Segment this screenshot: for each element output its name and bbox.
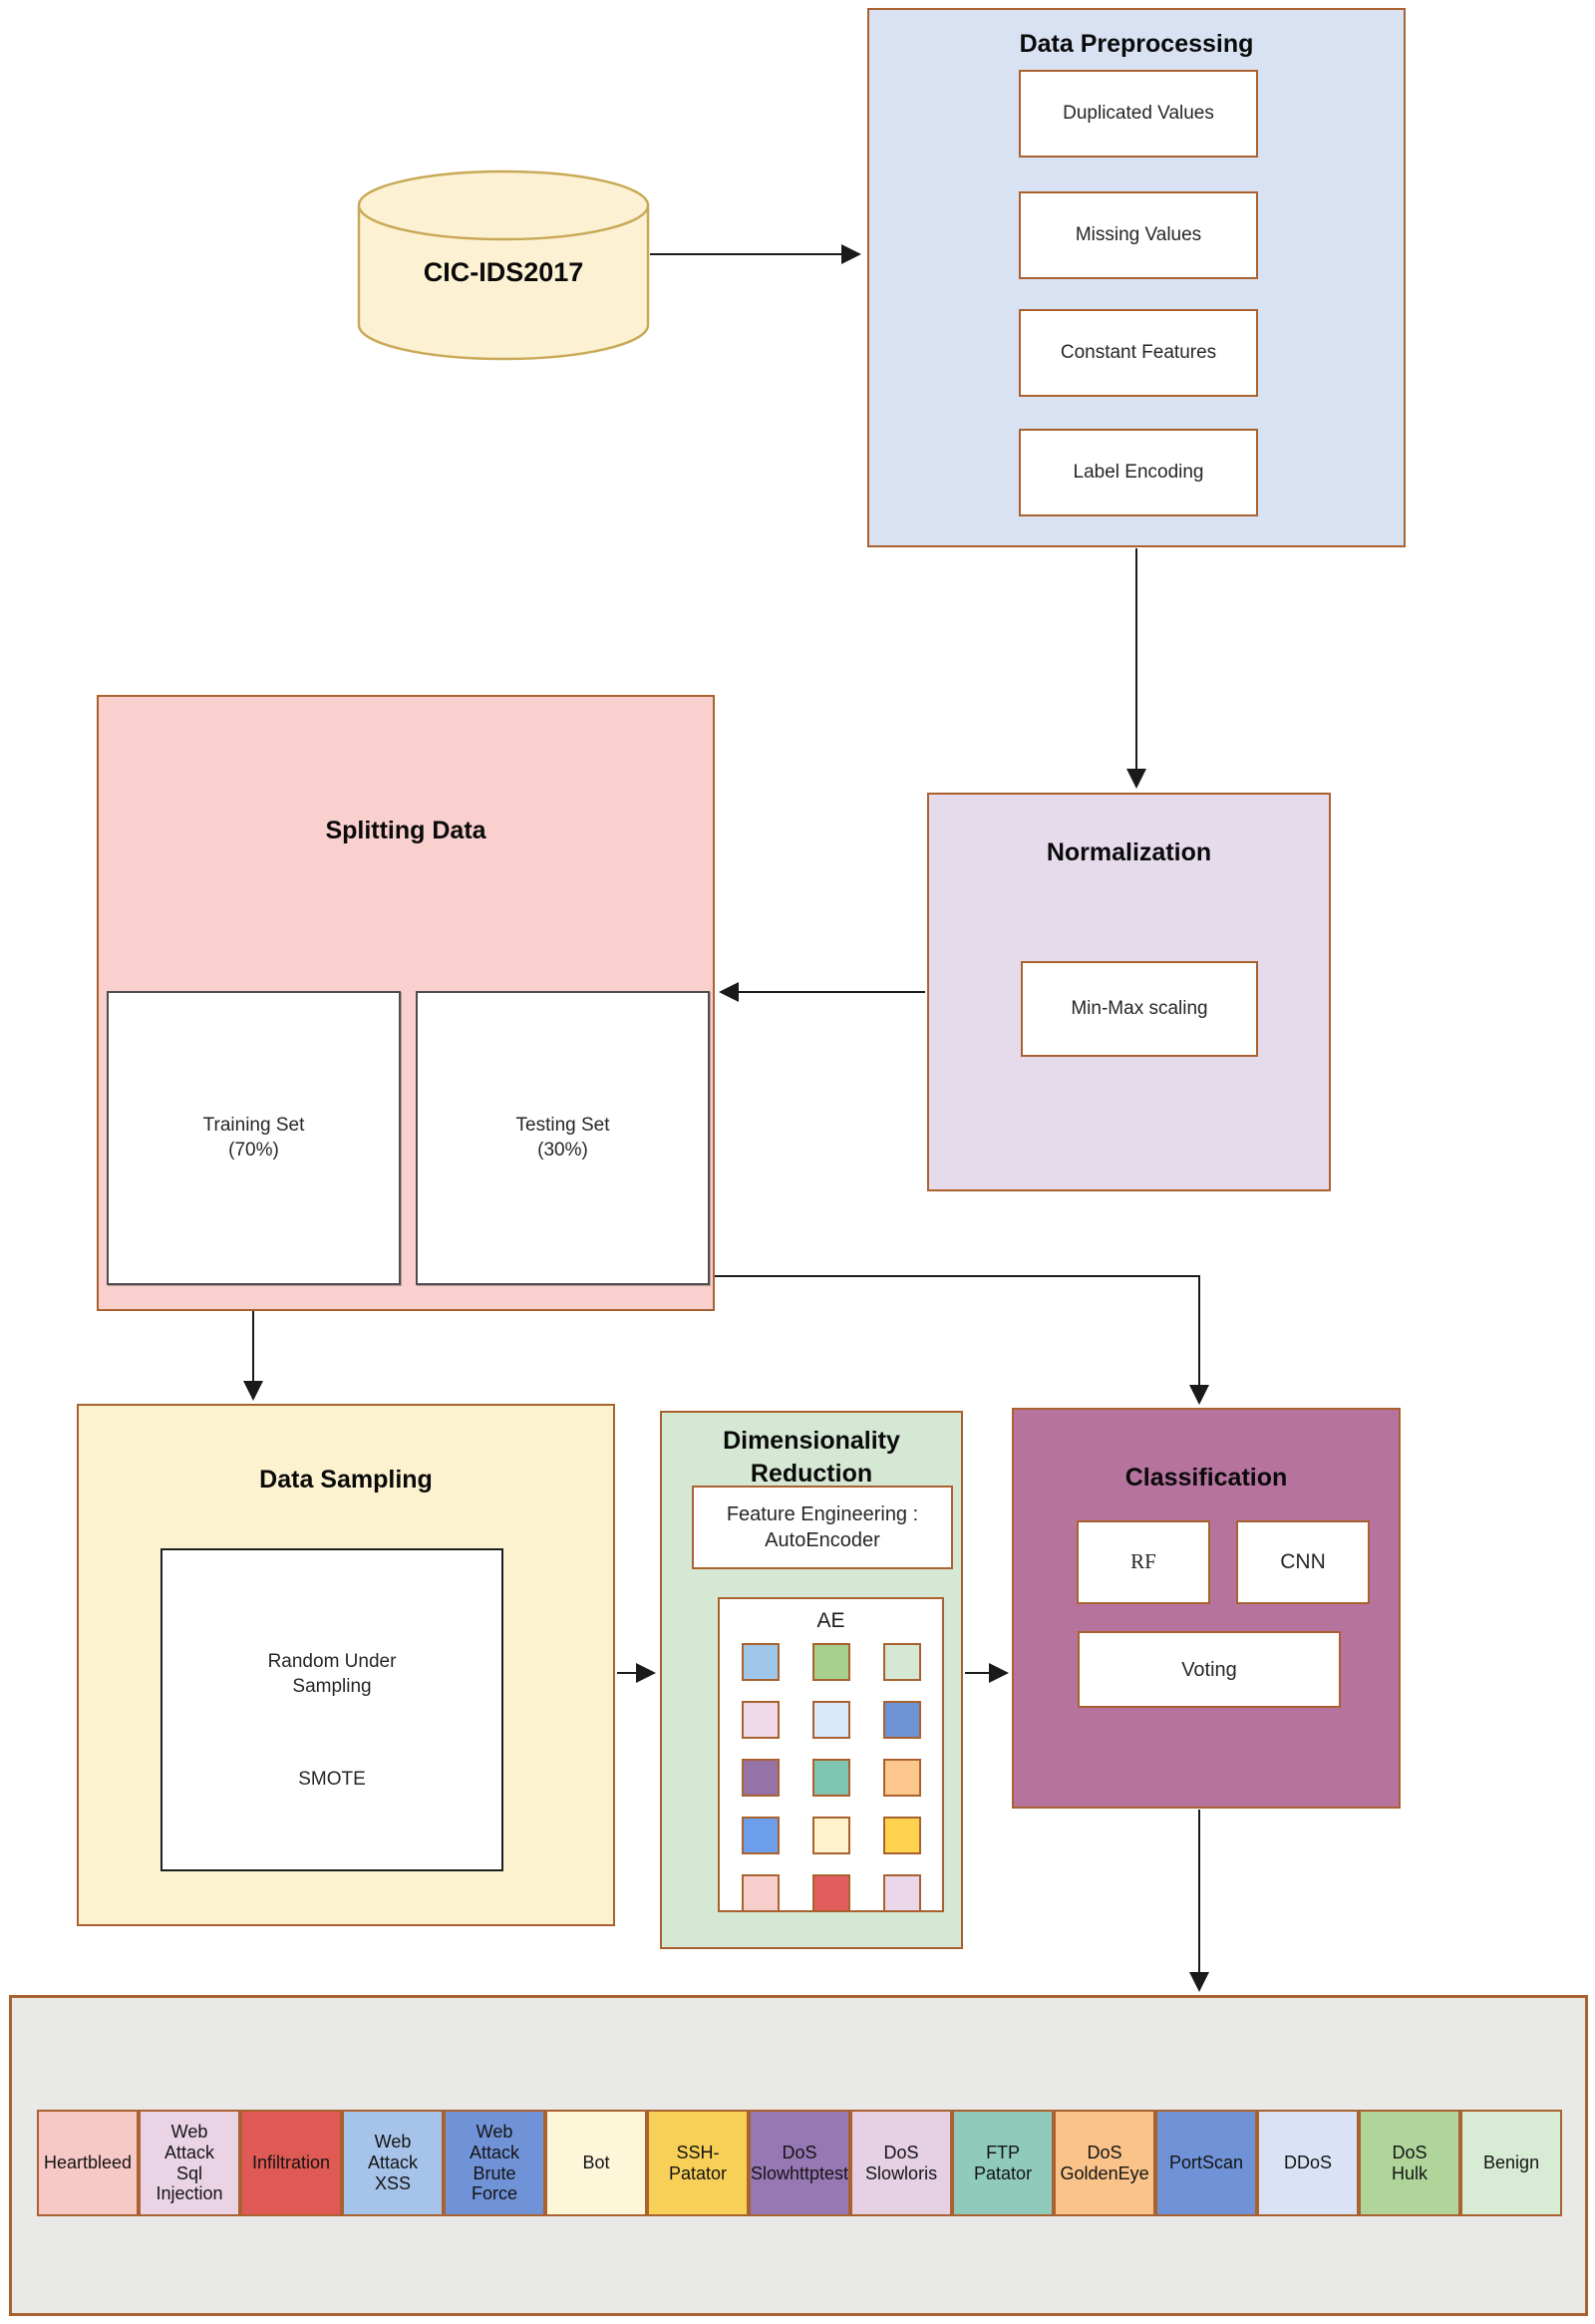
output-class-label: Web Attack Brute Force xyxy=(469,2122,520,2204)
output-classes-row: Heartbleed Web Attack Sql Injection Infilt… xyxy=(37,2110,1563,2216)
output-class-cell: Heartbleed xyxy=(37,2110,139,2216)
output-class-label: DoS Hulk xyxy=(1392,2142,1429,2183)
preprocessing-title: Data Preprocessing xyxy=(1019,30,1254,58)
ae-feature-square xyxy=(883,1643,921,1681)
ae-feature-square xyxy=(883,1817,921,1854)
output-class-cell: DoS Slowloris xyxy=(850,2110,953,2216)
output-class-label: SSH- Patator xyxy=(668,2142,728,2183)
output-class-cell: FTP Patator xyxy=(952,2110,1055,2216)
feature-engineering-box: Feature Engineering : AutoEncoder xyxy=(692,1486,953,1569)
classification-title: Classification xyxy=(1124,1464,1288,1492)
training-set-box: Training Set (70%) xyxy=(107,991,401,1285)
output-class-cell: DDoS xyxy=(1257,2110,1360,2216)
output-class-label: Bot xyxy=(582,2153,610,2173)
sampling-box: Data Sampling Random Under Sampling SMOT… xyxy=(77,1404,615,1926)
dataset-label: CIC-IDS2017 xyxy=(423,257,584,287)
autoencoder-box: AE xyxy=(718,1597,944,1912)
cnn-model-box: CNN xyxy=(1236,1520,1370,1604)
ae-feature-square xyxy=(812,1759,850,1797)
output-class-label: PortScan xyxy=(1169,2153,1244,2173)
output-class-label: DDoS xyxy=(1284,2153,1333,2173)
sampling-title: Data Sampling xyxy=(259,1466,433,1494)
sampling-method-rus: Random Under Sampling xyxy=(267,1651,397,1697)
preprocessing-step-constant-features: Constant Features xyxy=(1019,309,1258,397)
output-class-label: Heartbleed xyxy=(43,2153,133,2173)
output-class-label: Infiltration xyxy=(251,2153,331,2173)
ae-grid xyxy=(742,1643,921,1912)
ae-feature-square xyxy=(812,1817,850,1854)
normalization-minmax-box: Min-Max scaling xyxy=(1021,961,1258,1057)
ae-feature-square xyxy=(883,1874,921,1912)
output-class-label: FTP Patator xyxy=(974,2142,1033,2183)
output-class-label: Web Attack XSS xyxy=(367,2132,419,2193)
output-class-label: Benign xyxy=(1483,2153,1540,2173)
ae-feature-square xyxy=(742,1759,780,1797)
voting-box: Voting xyxy=(1078,1631,1341,1708)
preprocessing-step-label-encoding: Label Encoding xyxy=(1019,429,1258,516)
classification-box: Classification RF CNN Voting xyxy=(1012,1408,1401,1809)
rf-model-box: RF xyxy=(1077,1520,1210,1604)
output-class-cell: Benign xyxy=(1460,2110,1563,2216)
preprocessing-step-missing-values: Missing Values xyxy=(1019,191,1258,279)
testing-set-label: Testing Set xyxy=(515,1114,610,1136)
normalization-box: Normalization Min-Max scaling xyxy=(927,793,1331,1191)
preprocessing-box: Data Preprocessing Duplicated Values Mis… xyxy=(867,8,1406,547)
testing-set-pct: (30%) xyxy=(537,1139,588,1161)
ae-feature-square xyxy=(742,1817,780,1854)
splitting-title: Splitting Data xyxy=(325,817,486,844)
output-class-cell: Web Attack Brute Force xyxy=(444,2110,545,2216)
output-class-cell: SSH- Patator xyxy=(647,2110,749,2216)
arrow-testing-to-classification xyxy=(715,1275,1209,1405)
preprocessing-step-duplicated-values: Duplicated Values xyxy=(1019,70,1258,158)
ae-feature-square xyxy=(812,1874,850,1912)
sampling-methods-box: Random Under Sampling SMOTE xyxy=(160,1548,503,1871)
sampling-method-smote: SMOTE xyxy=(298,1769,366,1790)
dim-reduction-title: Dimensionality Reduction xyxy=(723,1427,900,1488)
output-class-cell: Web Attack XSS xyxy=(342,2110,444,2216)
ae-feature-square xyxy=(812,1643,850,1681)
dataset-cylinder: CIC-IDS2017 xyxy=(357,169,650,363)
ae-label: AE xyxy=(816,1609,845,1632)
training-set-label: Training Set xyxy=(202,1114,305,1136)
ae-feature-square xyxy=(883,1759,921,1797)
database-icon xyxy=(357,169,650,361)
testing-set-box: Testing Set (30%) xyxy=(416,991,710,1285)
output-class-label: DoS GoldenEye xyxy=(1060,2142,1149,2183)
output-class-label: Web Attack Sql Injection xyxy=(156,2122,223,2204)
ae-feature-square xyxy=(812,1701,850,1739)
output-class-cell: DoS GoldenEye xyxy=(1054,2110,1156,2216)
output-class-cell: DoS Slowhttptest xyxy=(749,2110,851,2216)
output-class-label: DoS Slowloris xyxy=(865,2142,938,2183)
output-class-cell: Infiltration xyxy=(240,2110,342,2216)
ae-feature-square xyxy=(742,1643,780,1681)
output-class-cell: Web Attack Sql Injection xyxy=(139,2110,240,2216)
output-class-cell: DoS Hulk xyxy=(1359,2110,1461,2216)
ae-feature-square xyxy=(742,1874,780,1912)
output-class-cell: PortScan xyxy=(1155,2110,1258,2216)
normalization-title: Normalization xyxy=(1046,838,1212,866)
output-class-cell: Bot xyxy=(545,2110,647,2216)
splitting-box: Splitting Data Training Set (70%) Testin… xyxy=(97,695,715,1311)
ae-feature-square xyxy=(742,1701,780,1739)
output-classes-strip: Heartbleed Web Attack Sql Injection Infilt… xyxy=(9,1995,1588,2316)
training-set-pct: (70%) xyxy=(228,1139,279,1161)
dim-reduction-box: Dimensionality Reduction Feature Enginee… xyxy=(660,1411,963,1949)
output-class-label: DoS Slowhttptest xyxy=(751,2142,849,2183)
ae-feature-square xyxy=(883,1701,921,1739)
